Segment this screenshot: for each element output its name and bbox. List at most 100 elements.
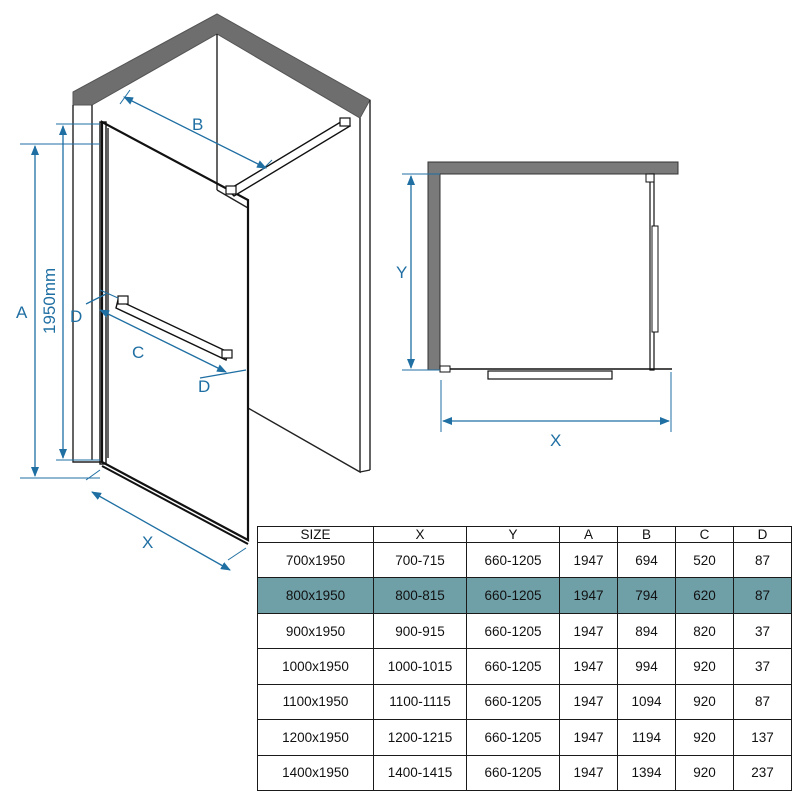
dim-b-line — [123, 96, 267, 169]
stabiliser-wall-mount — [339, 117, 351, 127]
cell-size: 1200x1950 — [257, 719, 374, 756]
dim-d-top-line — [85, 293, 107, 305]
header-c: C — [675, 526, 734, 543]
cell-b: 694 — [617, 541, 676, 579]
cell-b: 994 — [617, 648, 676, 685]
left-wall — [72, 105, 102, 463]
cell-b: 1194 — [617, 719, 676, 756]
cell-size: 1400x1950 — [257, 754, 374, 792]
cell-a: 1947 — [559, 683, 618, 721]
cell-x: 1000-1015 — [373, 648, 467, 685]
wall-top-cap — [72, 13, 371, 119]
cell-x: 1200-1215 — [373, 719, 467, 756]
cell-x: 900-915 — [373, 612, 467, 650]
header-y: Y — [466, 526, 560, 543]
dim-height-label: 1950mm — [40, 268, 59, 334]
dim-x-left-label: X — [142, 533, 153, 552]
cell-b: 894 — [617, 612, 676, 650]
floor-corner — [216, 189, 249, 209]
plan-floor-end — [439, 365, 451, 373]
dim-x-left-line — [91, 491, 231, 571]
cell-a: 1947 — [559, 648, 618, 685]
cell-y: 660-1205 — [466, 541, 560, 579]
cell-x: 800-815 — [373, 577, 467, 614]
cell-b: 1394 — [617, 754, 676, 792]
cell-d: 137 — [733, 719, 792, 756]
dim-c-label: C — [132, 343, 144, 362]
cell-size: 800x1950 — [257, 577, 374, 614]
plan-towel-bar — [487, 370, 613, 380]
cell-a: 1947 — [559, 719, 618, 756]
towel-bar-end-right — [221, 349, 233, 359]
cell-c: 620 — [675, 577, 734, 614]
glass-bottom-profile — [101, 465, 249, 545]
cell-y: 660-1205 — [466, 648, 560, 685]
cell-size: 1000x1950 — [257, 648, 374, 685]
plan-top-wall — [427, 161, 679, 175]
cell-a: 1947 — [559, 754, 618, 792]
cell-a: 1947 — [559, 541, 618, 579]
dim-d-top-ext — [99, 289, 119, 299]
stabiliser-clamp — [225, 185, 237, 195]
perspective-view: B A 1950mm D C D X — [16, 13, 371, 571]
cell-x: 1100-1115 — [373, 683, 467, 721]
cell-size: 1100x1950 — [257, 683, 374, 721]
dim-c-line — [99, 309, 227, 373]
plan-view: Y X — [396, 161, 679, 450]
cell-y: 660-1205 — [466, 577, 560, 614]
table-header-row: SIZE X Y A B C D — [257, 526, 792, 543]
cell-y: 660-1205 — [466, 683, 560, 721]
cell-d: 87 — [733, 541, 792, 579]
dim-d-bottom-line — [199, 369, 247, 379]
cell-d: 37 — [733, 612, 792, 650]
cell-c: 820 — [675, 612, 734, 650]
cell-d: 87 — [733, 683, 792, 721]
cell-y: 660-1205 — [466, 612, 560, 650]
cell-size: 700x1950 — [257, 541, 374, 579]
cell-c: 920 — [675, 754, 734, 792]
cell-c: 920 — [675, 719, 734, 756]
header-b: B — [617, 526, 676, 543]
cell-size: 900x1950 — [257, 612, 374, 650]
cell-c: 920 — [675, 648, 734, 685]
cell-a: 1947 — [559, 577, 618, 614]
right-wall-bottom — [359, 469, 371, 473]
dim-d-bottom-label: D — [198, 377, 210, 396]
cell-x: 1400-1415 — [373, 754, 467, 792]
plan-glass-clamp — [645, 173, 655, 183]
cell-d: 37 — [733, 648, 792, 685]
plan-glass-handle — [651, 225, 659, 333]
cell-a: 1947 — [559, 612, 618, 650]
cell-y: 660-1205 — [466, 754, 560, 792]
cell-y: 660-1205 — [466, 719, 560, 756]
header-d: D — [733, 526, 792, 543]
cell-d: 87 — [733, 577, 792, 614]
cell-b: 794 — [617, 577, 676, 614]
cell-d: 237 — [733, 754, 792, 792]
cell-c: 920 — [675, 683, 734, 721]
dim-d-top-label: D — [70, 307, 82, 326]
dim-y-label: Y — [396, 263, 407, 282]
cell-b: 1094 — [617, 683, 676, 721]
dim-x-left-ext-start — [85, 469, 101, 481]
dim-x-left-ext-end — [227, 547, 247, 561]
cell-x: 700-715 — [373, 541, 467, 579]
towel-bar-end-left — [117, 295, 129, 305]
header-a: A — [559, 526, 618, 543]
dim-b-label: B — [192, 115, 203, 134]
cell-c: 520 — [675, 541, 734, 579]
dim-a-label: A — [16, 303, 28, 322]
plan-left-wall — [427, 173, 441, 371]
dim-x-right-label: X — [550, 431, 561, 450]
header-x: X — [373, 526, 467, 543]
header-size: SIZE — [257, 526, 374, 543]
